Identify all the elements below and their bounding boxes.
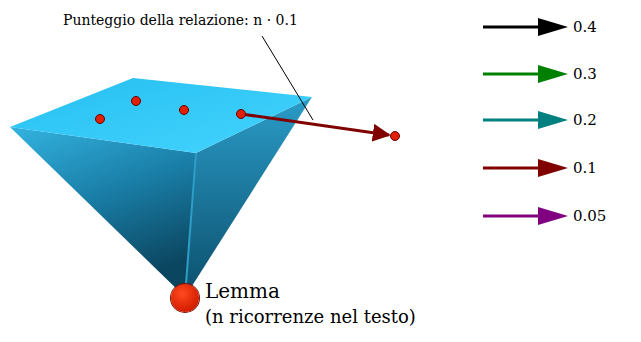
legend-value: 0.3 xyxy=(573,65,597,83)
legend-value: 0.1 xyxy=(573,159,597,177)
lemma-circle: Lemma(n ricorrenze nel testo) xyxy=(171,284,199,312)
pyramid-top-face xyxy=(10,78,312,153)
relation-arrow xyxy=(241,114,389,135)
lemma-note: (n ricorrenze nel testo) xyxy=(205,306,416,328)
legend-value: 0.2 xyxy=(573,111,597,129)
lemma-title: Lemma xyxy=(205,279,280,303)
token-dot xyxy=(132,97,141,106)
score-label: Punteggio della relazione: n · 0.1 xyxy=(62,12,299,28)
legend-value: 0.05 xyxy=(573,207,606,225)
token-dot xyxy=(180,106,189,115)
pyramid-left-face xyxy=(10,127,196,297)
token-dot xyxy=(96,115,105,124)
leader-line xyxy=(262,36,313,120)
legend-value: 0.4 xyxy=(573,18,597,36)
token-dot xyxy=(391,132,400,141)
legend-arrows xyxy=(483,18,568,225)
front-edge-highlight xyxy=(185,153,196,297)
token-dot xyxy=(237,110,246,119)
